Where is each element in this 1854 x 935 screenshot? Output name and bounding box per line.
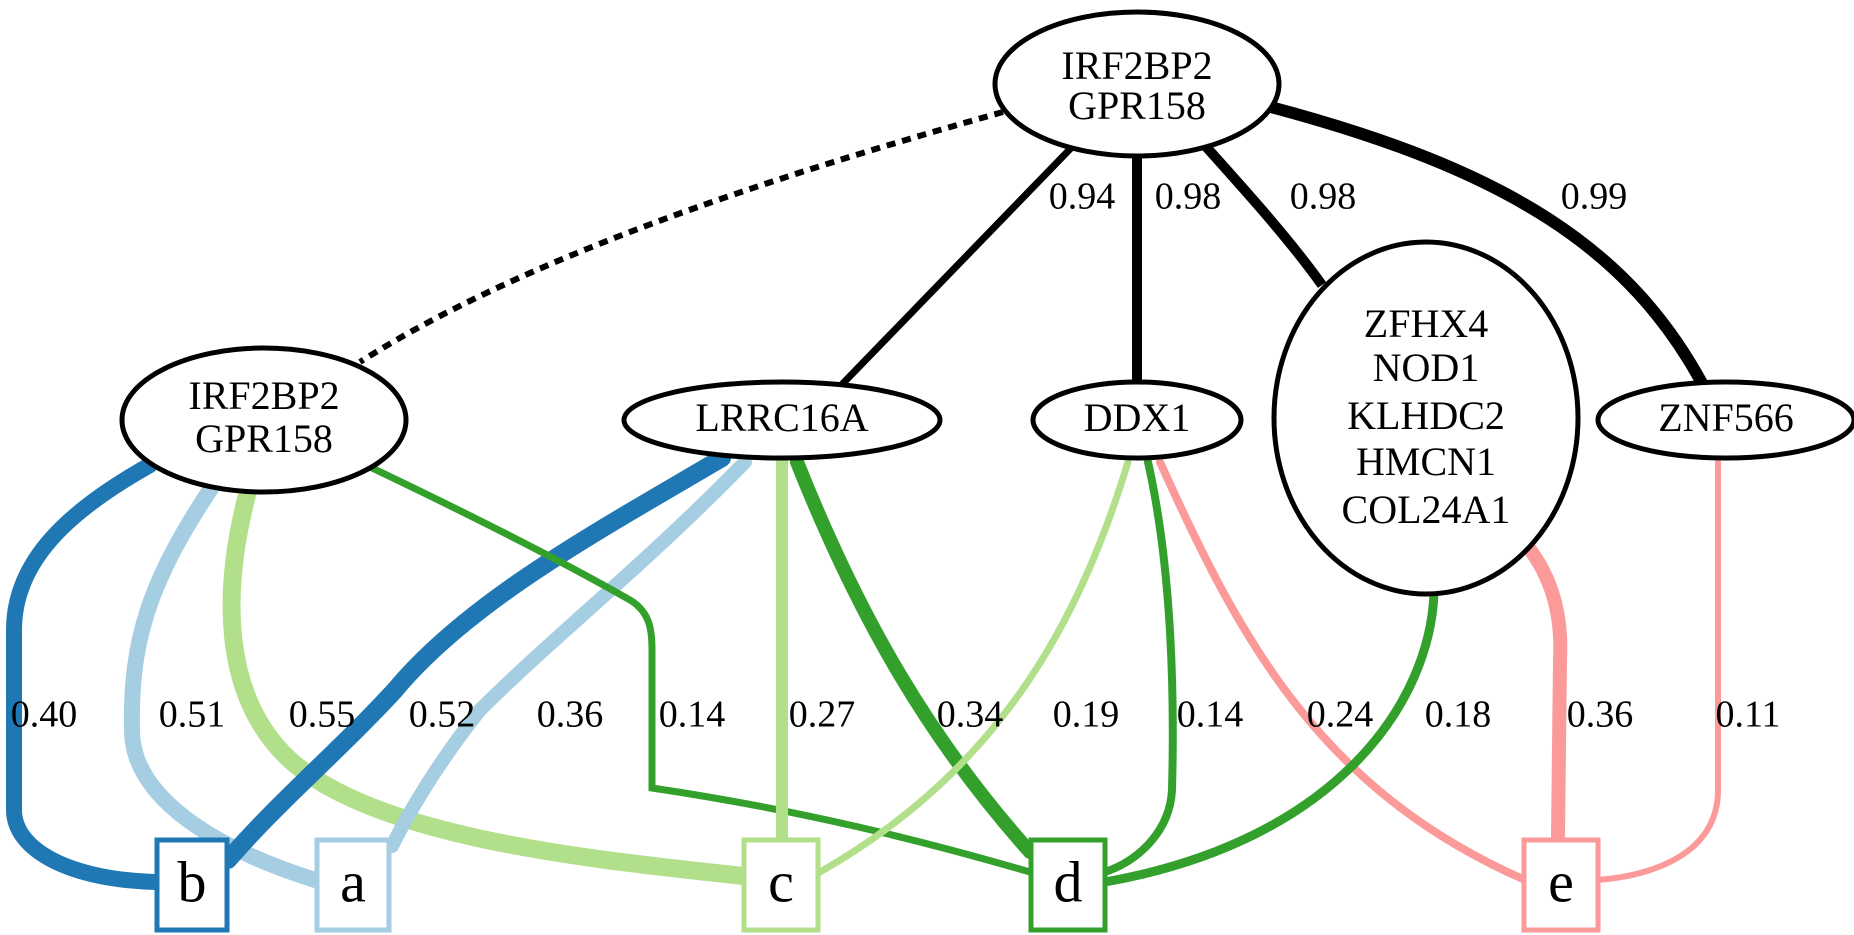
edge-root-lrrc [819,143,1076,408]
edge-left-c [222,486,752,885]
leaf-b: b [154,837,230,933]
node-root-line-2: GPR158 [1068,83,1206,128]
edge-zfhx-d [1100,588,1439,887]
edge-ddx-d [1101,458,1177,876]
leaf-b-label: b [178,849,207,914]
edge-label-zfhx-d: 0.18 [1425,694,1492,736]
edge-left-d [366,463,1034,876]
node-zfhx: ZFHX4 NOD1 KLHDC2 HMCN1 COL24A1 [1271,239,1581,597]
edge-label-lrrc-a: 0.36 [537,694,604,736]
edge-lrrc-b [219,449,731,869]
node-znf-line-1: ZNF566 [1658,395,1794,440]
edge-label-root-znf: 0.99 [1561,176,1628,218]
edge-label-lrrc-b: 0.52 [409,694,476,736]
edge-label-lrrc-c: 0.27 [789,694,856,736]
edge-label-ddx-d: 0.14 [1177,694,1244,736]
edge-root-left [358,109,1004,365]
leaf-d: d [1028,837,1108,933]
edge-root-znf [1265,100,1709,388]
node-left-line-2: GPR158 [195,416,333,461]
edge-lrrc-d [790,455,1037,859]
leaf-c: c [741,837,821,933]
edge-root-zfhx [1196,136,1327,288]
edge-labels: 0.94 0.98 0.98 0.99 0.40 0.51 0.55 0.52 … [11,176,1781,736]
edge-label-root-zfhx: 0.98 [1290,176,1357,218]
node-ddx: DDX1 [1030,379,1244,461]
node-root-line-1: IRF2BP2 [1061,43,1212,88]
node-lrrc: LRRC16A [621,379,943,461]
node-zfhx-line-5: COL24A1 [1342,487,1511,532]
tree-edges [358,100,1709,408]
edge-ddx-c [816,458,1132,876]
edge-left-a [123,479,323,888]
node-root: IRF2BP2 GPR158 [992,9,1282,159]
edge-label-root-lrrc: 0.94 [1049,176,1116,218]
node-lrrc-line-1: LRRC16A [695,395,868,440]
edge-label-zfhx-e: 0.36 [1567,694,1634,736]
node-left: IRF2BP2 GPR158 [119,345,409,495]
edge-label-left-b: 0.40 [11,694,78,736]
leaf-d-label: d [1054,849,1083,914]
edge-left-b [5,457,165,890]
edge-label-lrrc-d: 0.34 [937,694,1004,736]
edge-znf-e [1594,459,1721,883]
leaf-a: a [314,837,392,933]
node-left-line-1: IRF2BP2 [188,373,339,418]
leaf-e-label: e [1548,849,1574,914]
node-zfhx-line-4: HMCN1 [1356,439,1496,484]
node-zfhx-line-2: NOD1 [1373,345,1480,390]
edge-label-left-c: 0.55 [289,694,356,736]
edge-label-ddx-c: 0.19 [1053,694,1120,736]
edge-ddx-e [1156,458,1529,884]
leaf-edges [5,449,1721,890]
leaves: b a c d e [154,837,1601,933]
leaf-c-label: c [768,849,794,914]
leaf-e: e [1521,837,1601,933]
node-znf: ZNF566 [1595,379,1854,461]
edge-zfhx-e [1518,536,1568,843]
edge-label-left-d: 0.14 [659,694,726,736]
edge-label-root-ddx: 0.98 [1155,176,1222,218]
node-zfhx-line-3: KLHDC2 [1347,393,1505,438]
node-zfhx-line-1: ZFHX4 [1364,301,1488,346]
node-ddx-line-1: DDX1 [1084,395,1191,440]
nodes: IRF2BP2 GPR158 IRF2BP2 GPR158 LRRC16A DD… [119,9,1854,597]
edge-label-znf-e: 0.11 [1715,694,1780,736]
leaf-a-label: a [340,849,366,914]
edge-label-ddx-e: 0.24 [1307,694,1374,736]
edge-label-left-a: 0.51 [159,694,226,736]
edge-lrrc-a [385,455,752,853]
